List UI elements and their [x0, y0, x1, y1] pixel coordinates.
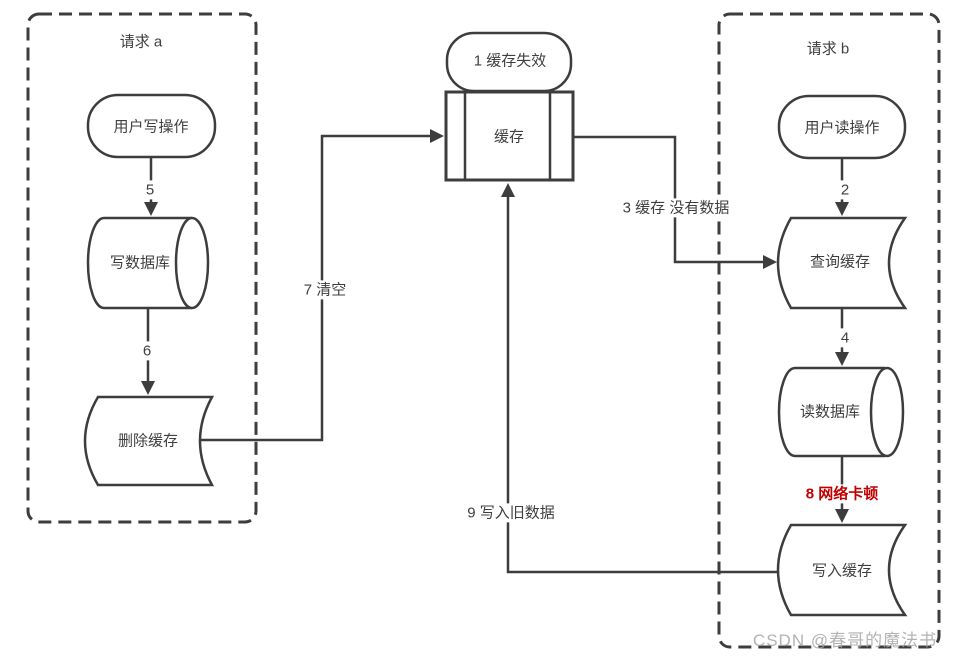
edge-8-arrowhead — [835, 509, 849, 523]
write-db-cylinder-body — [86, 216, 192, 310]
csdn-watermark: CSDN @春哥的魔法书 — [752, 631, 938, 651]
cache-node-shape — [444, 90, 575, 182]
write-db-cylinder-cap — [174, 216, 210, 310]
edge-9-arrowhead — [501, 183, 515, 197]
query-cache-node-shape — [776, 216, 908, 310]
query-cache-node-label: 查询缓存 — [809, 253, 871, 271]
edge-8-label: 8 网络卡顿 — [801, 484, 883, 504]
user-read-node-label: 用户读操作 — [804, 119, 880, 137]
write-cache-node-shape — [776, 523, 908, 617]
delete-cache-node-shape — [83, 395, 215, 487]
edge-6-arrowhead — [141, 381, 155, 395]
request-b-group-title: 请求 b — [806, 40, 850, 58]
delete-cache-node-label: 删除缓存 — [117, 432, 179, 450]
cache-invalid-node-label: 1 缓存失效 — [473, 52, 547, 70]
write-cache-node-label: 写入缓存 — [811, 562, 873, 580]
edge-2-arrowhead — [835, 202, 849, 216]
edge-5-label: 5 — [141, 180, 159, 200]
edge-3-label: 3 缓存 没有数据 — [618, 198, 734, 218]
request-a-group-title: 请求 a — [119, 33, 163, 51]
read-db-node-label: 读数据库 — [799, 403, 861, 421]
request-a-group-border — [26, 12, 258, 524]
edge-6-label: 6 — [138, 341, 156, 361]
arrowheads — [141, 129, 849, 523]
read-db-cylinder-body — [777, 366, 885, 458]
edge-7-arrowhead — [430, 129, 444, 143]
edge-5-arrowhead — [144, 202, 158, 216]
edge-2-label: 2 — [836, 180, 854, 200]
edge-7-label: 7 清空 — [299, 280, 351, 300]
edge-4-label: 4 — [836, 328, 854, 348]
cache-node-inner-lines — [463, 92, 552, 180]
user-write-node-label: 用户写操作 — [113, 118, 189, 136]
user-read-node-shape — [777, 94, 907, 160]
edge-9-line — [506, 196, 782, 574]
edge-4-arrowhead — [835, 352, 849, 366]
read-db-cylinder-cap — [869, 366, 905, 458]
edge-9-label: 9 写入旧数据 — [463, 503, 559, 523]
cache-node-label: 缓存 — [493, 128, 525, 146]
user-write-node-shape — [86, 93, 217, 159]
edge-3-arrowhead — [763, 255, 777, 269]
write-db-node-label: 写数据库 — [109, 254, 171, 272]
request-b-group-border — [717, 12, 941, 649]
